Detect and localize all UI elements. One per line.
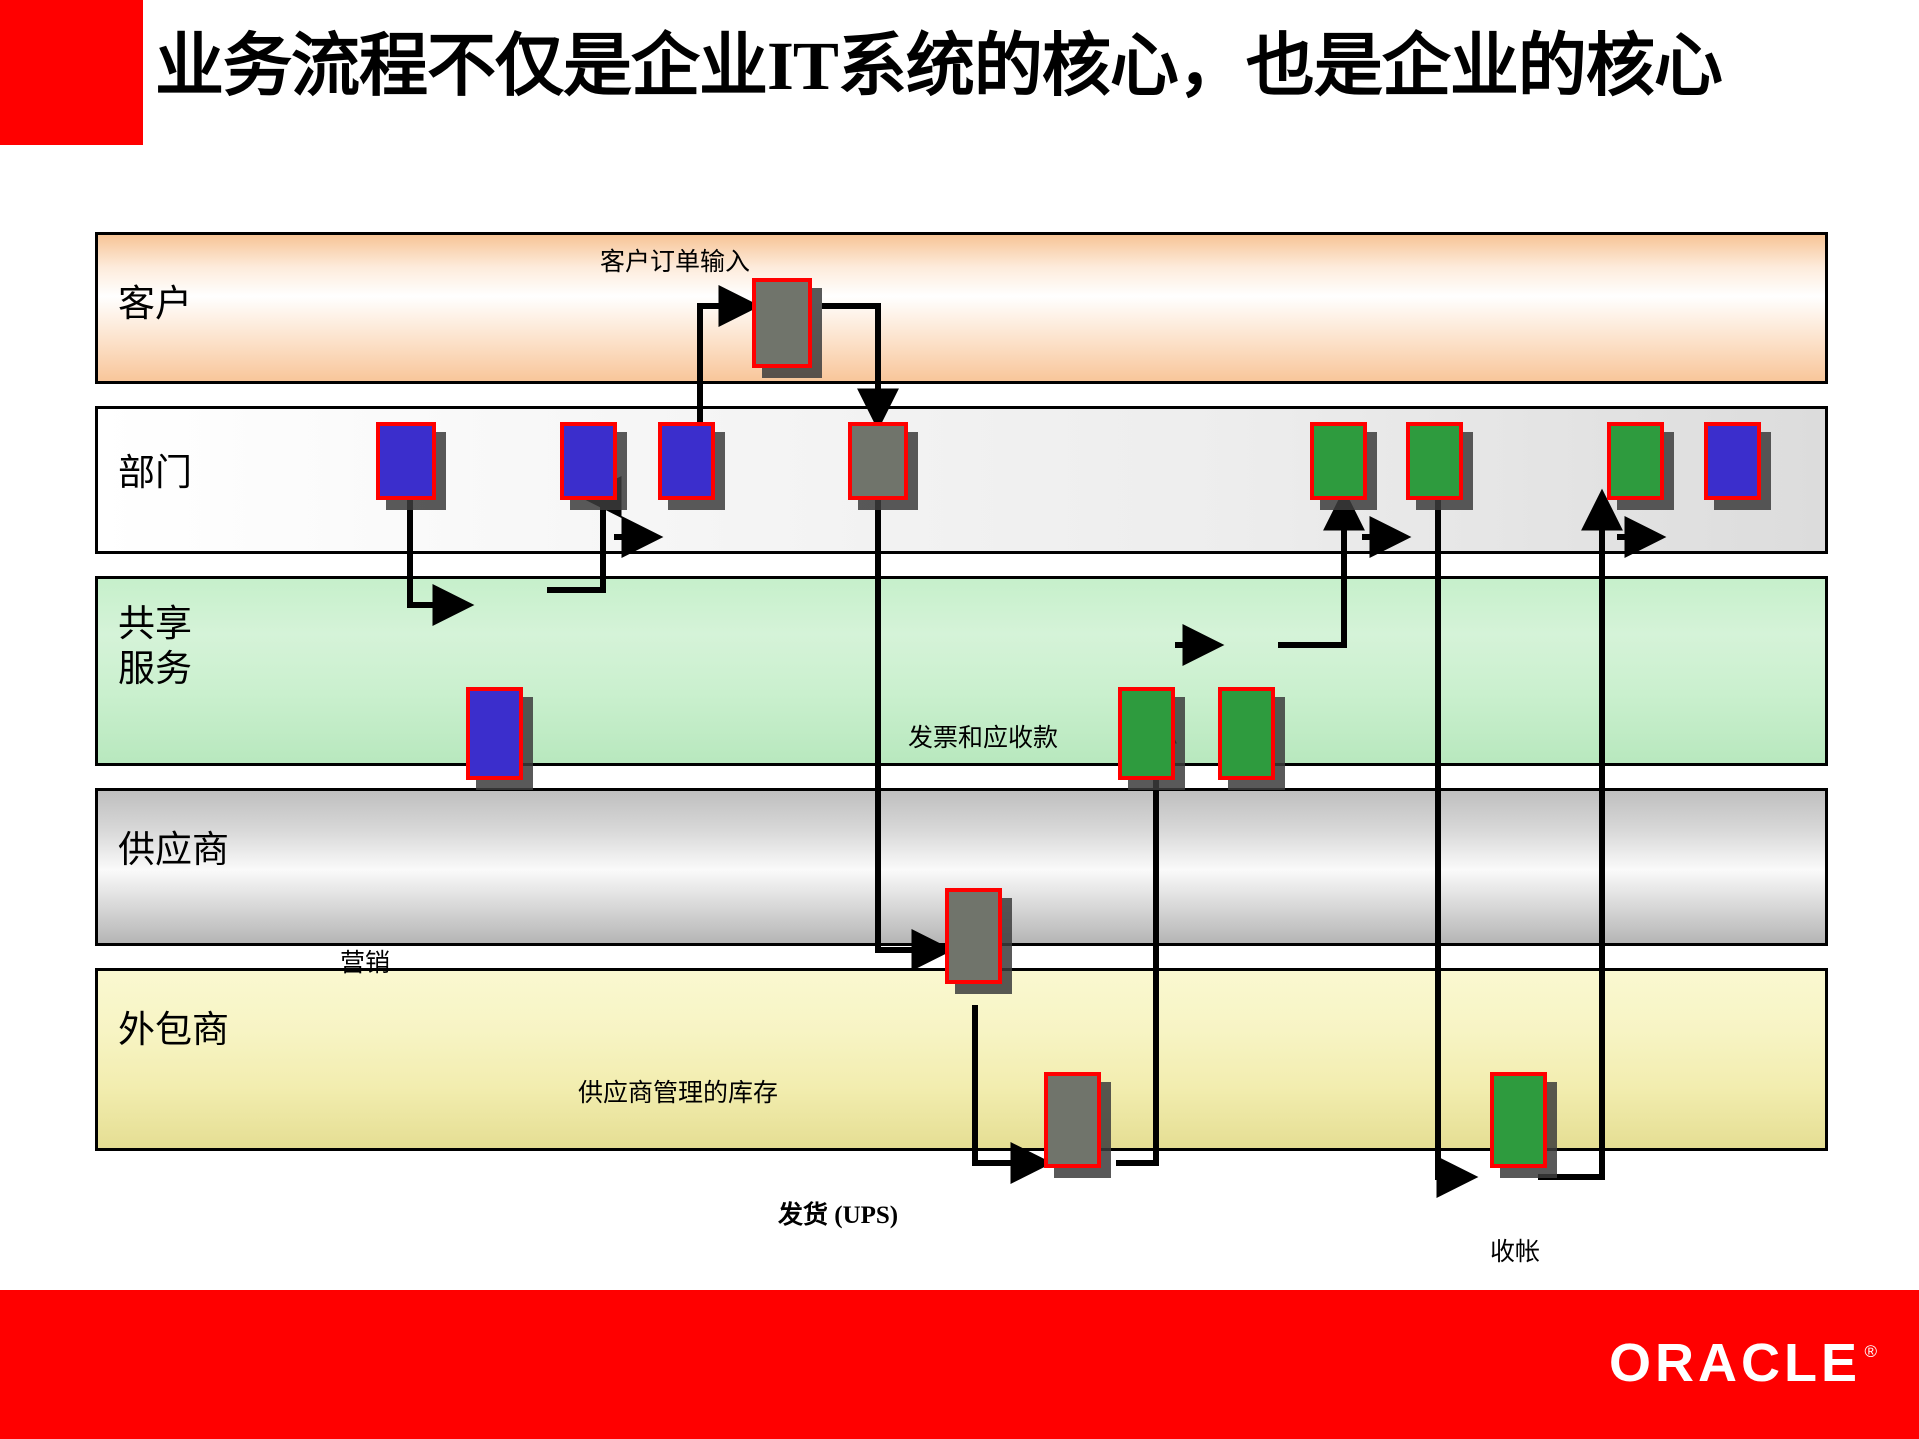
oracle-logo: ORACLE xyxy=(1609,1333,1861,1393)
lane-customer xyxy=(95,232,1828,384)
step-dept-2[interactable] xyxy=(560,422,617,500)
step-shared-invoice-1[interactable] xyxy=(1118,687,1175,780)
annotations-layer: 客户订单输入 营销 发票和应收款 供应商管理的库存 发货 (UPS) 收帐 xyxy=(0,150,1919,1290)
lane-label-department: 部门 xyxy=(118,453,192,494)
slide-header: 业务流程不仅是企业IT系统的核心，也是企业的核心 xyxy=(0,0,1919,150)
step-dept-7[interactable] xyxy=(1607,422,1664,500)
annotation-marketing: 营销 xyxy=(340,950,391,977)
step-shared-invoice-2[interactable] xyxy=(1218,687,1275,780)
step-outsourcer-collect[interactable] xyxy=(1490,1072,1547,1168)
process-boxes-layer xyxy=(0,150,1919,1290)
lane-label-outsourcer: 外包商 xyxy=(118,1010,229,1051)
swimlane-diagram: 客户 部门 共享 服务 供应商 外包商 xyxy=(0,150,1919,1290)
lane-label-supplier: 供应商 xyxy=(118,830,229,871)
step-dept-8[interactable] xyxy=(1704,422,1761,500)
lane-label-customer: 客户 xyxy=(118,284,192,325)
lane-label-shared: 共享 服务 xyxy=(118,604,192,691)
page-title: 业务流程不仅是企业IT系统的核心，也是企业的核心 xyxy=(155,28,1723,104)
step-dept-4[interactable] xyxy=(848,422,908,500)
step-dept-3[interactable] xyxy=(658,422,715,500)
annotation-collections: 收帐 xyxy=(1490,1239,1541,1266)
step-dept-1[interactable] xyxy=(376,422,436,500)
annotation-vendor-managed-inv: 供应商管理的库存 xyxy=(578,1080,779,1107)
step-customer-order[interactable] xyxy=(752,278,812,368)
annotation-customer-order-entry: 客户订单输入 xyxy=(600,249,751,276)
slide-footer: ORACLE ® xyxy=(0,1290,1919,1439)
step-shared-marketing[interactable] xyxy=(466,687,523,780)
oracle-trademark-icon: ® xyxy=(1864,1342,1877,1361)
step-outsourcer-ship[interactable] xyxy=(1044,1072,1101,1168)
step-dept-5[interactable] xyxy=(1310,422,1367,500)
annotation-shipping-ups: 发货 (UPS) xyxy=(778,1202,899,1229)
annotation-invoice-receivable: 发票和应收款 xyxy=(908,725,1059,752)
step-supplier-vmi[interactable] xyxy=(945,888,1002,984)
title-accent-block xyxy=(0,0,143,145)
step-dept-6[interactable] xyxy=(1406,422,1463,500)
